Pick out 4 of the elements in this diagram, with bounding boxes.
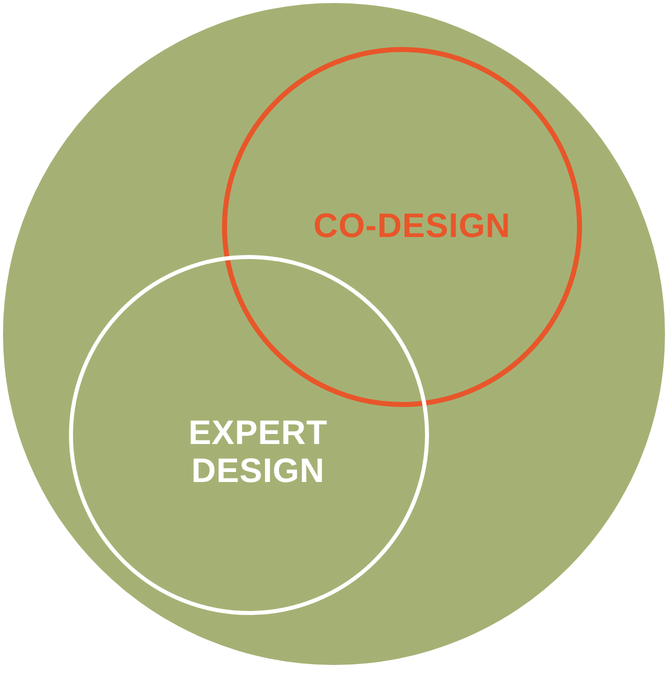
circle-label: CO-DESIGN xyxy=(312,207,512,245)
circle-label: EXPERT DESIGN xyxy=(187,414,329,490)
venn-circle xyxy=(69,255,429,615)
venn-circle xyxy=(222,47,582,407)
